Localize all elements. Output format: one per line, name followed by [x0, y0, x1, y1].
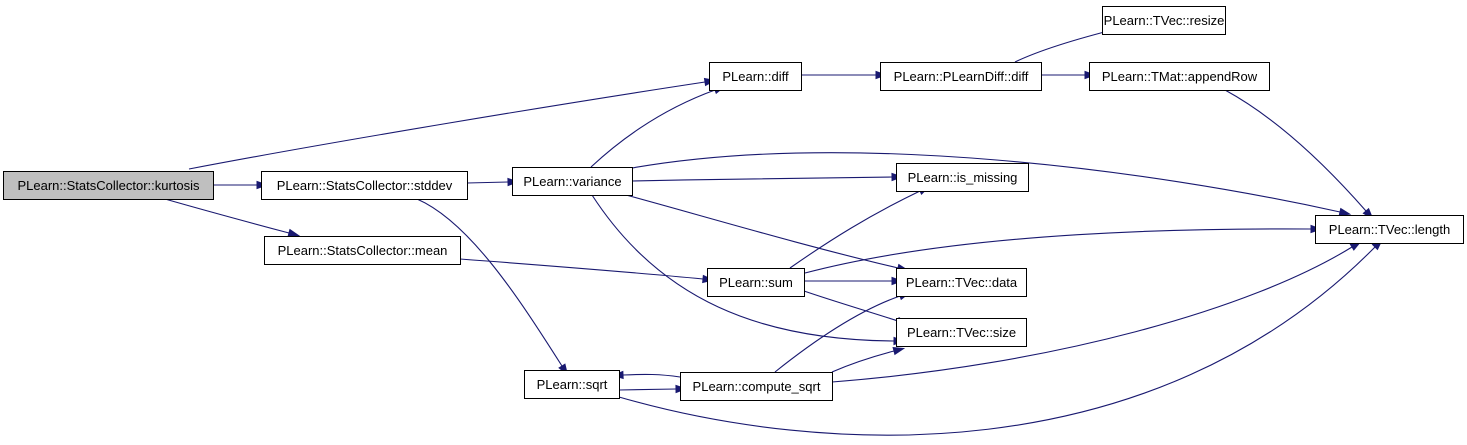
edge-line	[188, 81, 706, 170]
node-box[interactable]	[880, 62, 1042, 91]
node-sqrt[interactable]: PLearn::sqrt	[524, 370, 620, 399]
arrowhead-icon	[287, 228, 301, 237]
node-box[interactable]	[264, 236, 461, 265]
node-label: PLearn::is_missing	[908, 170, 1018, 185]
node-box[interactable]	[1315, 215, 1464, 244]
node-box[interactable]	[709, 62, 802, 91]
edge-pldiff-to-appendRow	[1041, 70, 1097, 80]
node-size[interactable]: PLearn::TVec::size	[896, 318, 1027, 347]
arrowhead-icon	[892, 347, 906, 356]
edge-kurtosis-to-mean	[164, 198, 301, 237]
edge-stddev-to-sqrt	[416, 198, 569, 376]
node-label: PLearn::sqrt	[537, 377, 608, 392]
node-label: PLearn::compute_sqrt	[693, 379, 821, 394]
node-label: PLearn::PLearnDiff::diff	[894, 69, 1029, 84]
node-box[interactable]	[680, 372, 833, 401]
node-kurtosis[interactable]: PLearn::StatsCollector::kurtosis	[3, 171, 214, 200]
node-label: PLearn::TVec::size	[907, 325, 1016, 340]
edge-kurtosis-to-stddev	[213, 180, 269, 190]
edge-line	[774, 295, 901, 373]
edge-kurtosis-to-diff	[188, 77, 717, 170]
edge-compute_sqrt-to-data	[774, 292, 911, 373]
edge-line	[631, 176, 893, 182]
edge-line	[618, 388, 677, 391]
edge-sum-to-length	[804, 224, 1323, 274]
node-box[interactable]	[261, 171, 468, 200]
edge-line	[591, 194, 895, 342]
edge-line	[1224, 89, 1367, 212]
node-is-missing[interactable]: PLearn::is_missing	[896, 163, 1029, 192]
edge-line	[831, 246, 1353, 383]
node-box[interactable]	[524, 370, 620, 399]
edge-sum-to-is_missing	[789, 186, 931, 269]
node-label: PLearn::sum	[719, 275, 793, 290]
node-length[interactable]: PLearn::TVec::length	[1315, 215, 1464, 244]
edge-compute_sqrt-to-size	[831, 347, 906, 373]
node-box[interactable]	[896, 268, 1027, 297]
edge-line	[416, 198, 563, 367]
node-label: PLearn::TVec::length	[1329, 222, 1450, 237]
node-label: PLearn::TVec::data	[906, 275, 1018, 290]
node-box[interactable]	[896, 318, 1027, 347]
node-sum[interactable]: PLearn::sum	[707, 268, 805, 297]
edge-line	[789, 190, 921, 269]
node-label: PLearn::StatsCollector::stddev	[277, 178, 453, 193]
node-appendRow[interactable]: PLearn::TMat::appendRow	[1089, 62, 1270, 91]
node-label: PLearn::StatsCollector::mean	[278, 243, 448, 258]
edge-variance-to-diff	[590, 86, 726, 168]
node-mean[interactable]: PLearn::StatsCollector::mean	[264, 236, 461, 265]
node-label: PLearn::TMat::appendRow	[1102, 69, 1258, 84]
edge-line	[459, 258, 704, 280]
edge-variance-to-is_missing	[631, 172, 904, 182]
edge-compute_sqrt-to-length	[831, 240, 1362, 383]
edge-line	[803, 290, 899, 322]
node-label: PLearn::TVec::resize	[1104, 13, 1225, 28]
node-label: PLearn::StatsCollector::kurtosis	[17, 178, 200, 193]
edge-line	[622, 373, 681, 378]
node-stddev[interactable]: PLearn::StatsCollector::stddev	[261, 171, 468, 200]
edge-line	[625, 194, 899, 269]
node-box[interactable]	[512, 167, 633, 196]
edge-stddev-to-variance	[466, 177, 520, 187]
edge-line	[466, 181, 509, 184]
edge-sqrt-to-compute_sqrt	[618, 384, 688, 394]
edge-mean-to-sum	[459, 258, 715, 284]
edge-sum-to-size	[803, 290, 909, 325]
edge-line	[618, 246, 1376, 436]
edge-line	[631, 152, 1341, 213]
edge-compute_sqrt-to-sqrt	[611, 370, 681, 380]
node-diff[interactable]: PLearn::diff	[709, 62, 802, 91]
edge-diff-to-pldiff	[801, 70, 888, 80]
edge-line	[804, 228, 1312, 274]
node-data[interactable]: PLearn::TVec::data	[896, 268, 1027, 297]
node-label: PLearn::variance	[523, 174, 621, 189]
node-box[interactable]	[707, 268, 805, 297]
node-box[interactable]	[896, 163, 1029, 192]
node-variance[interactable]: PLearn::variance	[512, 167, 633, 196]
node-box[interactable]	[1089, 62, 1270, 91]
edge-line	[164, 198, 290, 234]
edge-appendRow-to-length	[1224, 89, 1374, 220]
edge-line	[831, 350, 895, 373]
edge-line	[590, 89, 716, 168]
node-compute-sqrt[interactable]: PLearn::compute_sqrt	[680, 372, 833, 401]
edge-variance-to-length	[631, 152, 1352, 216]
node-label: PLearn::diff	[722, 69, 789, 84]
edge-sum-to-data	[804, 276, 904, 286]
arrowhead-icon	[1338, 207, 1352, 216]
node-pldiff[interactable]: PLearn::PLearnDiff::diff	[880, 62, 1042, 91]
node-box[interactable]	[1102, 6, 1226, 35]
node-resize[interactable]: PLearn::TVec::resize	[1102, 6, 1226, 35]
node-box[interactable]	[3, 171, 214, 200]
